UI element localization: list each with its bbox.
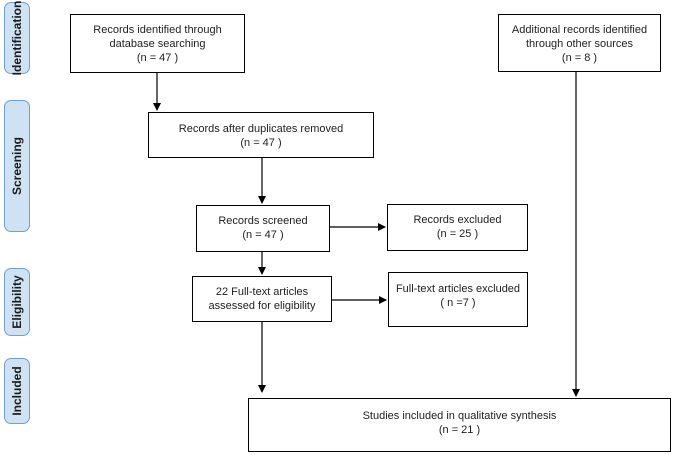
box-database-search-count: (n = 47 )	[136, 52, 179, 64]
stage-identification: Identification	[4, 0, 30, 76]
stage-included-label: Included	[10, 366, 24, 416]
box-fulltext-excluded-line1: Full-text articles excluded	[395, 283, 521, 295]
box-records-excluded: Records excluded (n = 25 )	[387, 204, 528, 251]
box-records-excluded-count: (n = 25 )	[436, 228, 479, 240]
box-fulltext-assessed-line1: 22 Full-text articles	[215, 286, 309, 298]
box-fulltext-excluded: Full-text articles excluded ( n =7 )	[388, 272, 528, 327]
box-database-search-line2: database searching	[109, 38, 206, 50]
box-fulltext-assessed-line2: assessed for eligibility	[208, 300, 316, 312]
box-studies-included-count: (n = 21 )	[438, 424, 481, 436]
box-studies-included-line1: Studies included in qualitative synthesi…	[362, 410, 557, 422]
box-other-sources-count: (n = 8 )	[561, 52, 598, 64]
box-other-sources-line2: through other sources	[525, 38, 633, 50]
box-records-screened: Records screened (n = 47 )	[196, 205, 330, 252]
box-records-excluded-line1: Records excluded	[413, 214, 502, 226]
stage-identification-label: Identification	[10, 0, 24, 76]
stage-screening-label: Screening	[10, 136, 24, 196]
box-database-search: Records identified through database sear…	[70, 14, 245, 73]
box-records-screened-line1: Records screened	[218, 215, 308, 227]
stage-eligibility-label: Eligibility	[10, 275, 24, 329]
box-duplicates-removed: Records after duplicates removed (n = 47…	[148, 112, 374, 158]
box-other-sources: Additional records identified through ot…	[498, 14, 661, 72]
box-records-screened-count: (n = 47 )	[242, 229, 284, 241]
box-fulltext-assessed: 22 Full-text articles assessed for eligi…	[192, 276, 332, 322]
stage-included: Included	[4, 358, 30, 424]
box-studies-included: Studies included in qualitative synthesi…	[248, 398, 671, 452]
box-duplicates-removed-line1: Records after duplicates removed	[178, 123, 344, 135]
stage-screening: Screening	[4, 100, 30, 232]
box-other-sources-line1: Additional records identified	[511, 24, 648, 36]
box-database-search-line1: Records identified through	[93, 24, 222, 36]
box-duplicates-removed-count: (n = 47 )	[240, 137, 282, 149]
box-fulltext-excluded-count: ( n =7 )	[440, 297, 476, 309]
stage-eligibility: Eligibility	[4, 268, 30, 336]
